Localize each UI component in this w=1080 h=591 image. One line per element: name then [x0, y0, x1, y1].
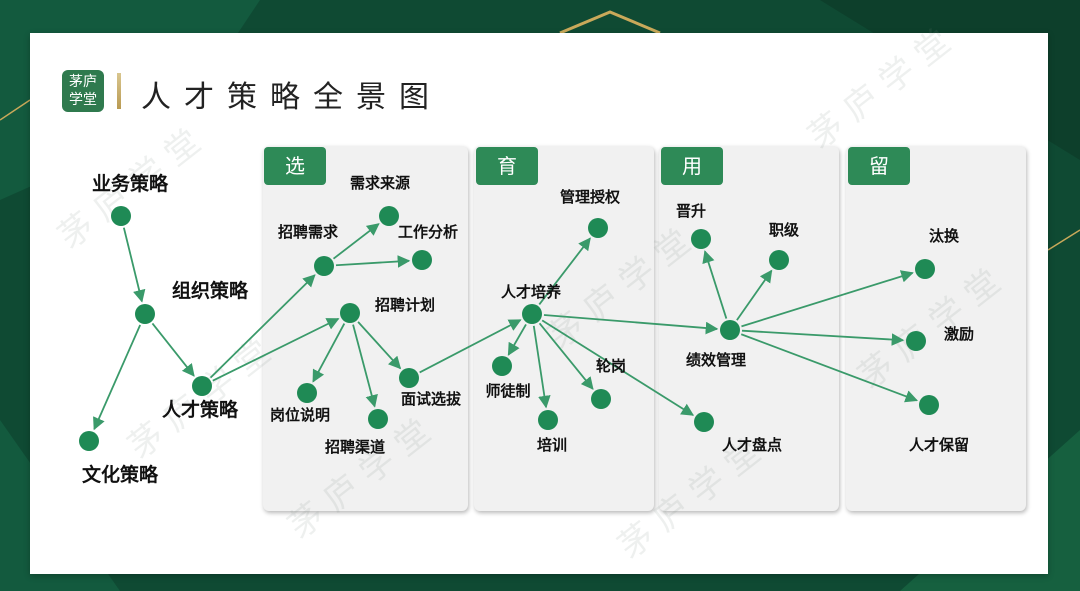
edge-interview-to-training: [419, 319, 522, 374]
label-work_analysis: 工作分析: [398, 223, 458, 241]
node-perf: [720, 320, 740, 340]
node-rank: [769, 250, 789, 270]
edge-perf-to-retention: [740, 333, 919, 403]
edge-training-to-perf: [543, 314, 719, 335]
edge-perf-to-rank: [736, 269, 773, 321]
edge-business-to-org: [122, 227, 146, 303]
logo-text: 茅庐学堂: [69, 74, 97, 108]
logo-seal: 茅庐学堂: [62, 70, 104, 112]
label-eliminate: 汰换: [929, 227, 960, 245]
node-work_analysis: [412, 250, 432, 270]
node-train: [538, 410, 558, 430]
label-authority: 管理授权: [560, 188, 621, 206]
label-inventory: 人才盘点: [722, 436, 782, 454]
edge-talent-to-recruit_plan: [212, 317, 340, 382]
node-business: [111, 206, 131, 226]
label-perf: 绩效管理: [686, 351, 746, 369]
label-incentive: 激励: [944, 325, 974, 343]
node-recruit_channel: [368, 409, 388, 429]
node-promotion: [691, 229, 711, 249]
edge-perf-to-eliminate: [741, 270, 914, 328]
node-talent: [192, 376, 212, 396]
node-eliminate: [915, 259, 935, 279]
edge-training-to-authority: [538, 237, 591, 306]
node-demand_source: [379, 206, 399, 226]
page-title: 人才策略全景图: [141, 80, 442, 115]
watermark-text: 茅 庐 学 堂: [281, 412, 438, 547]
node-interview: [399, 368, 419, 388]
edge-training-to-mentor: [507, 323, 527, 356]
tab-retain: 留: [848, 147, 910, 185]
node-rotation: [591, 389, 611, 409]
edge-recruit_need-to-demand_source: [332, 223, 380, 260]
node-inventory: [694, 412, 714, 432]
label-rank: 职级: [769, 221, 800, 239]
label-promotion: 晋升: [676, 202, 706, 220]
watermark-text: 茅 庐 学 堂: [851, 262, 1008, 397]
tab-use: 用: [661, 147, 723, 185]
edge-training-to-inventory: [541, 319, 695, 416]
edge-recruit_plan-to-recruit_channel: [352, 324, 378, 408]
edge-org-to-talent: [151, 322, 195, 377]
label-interview: 面试选拔: [401, 390, 462, 408]
edge-recruit_plan-to-interview: [357, 321, 402, 370]
label-culture: 文化策略: [82, 463, 159, 486]
node-recruit_need: [314, 256, 334, 276]
node-mentor: [492, 356, 512, 376]
panel-select: [263, 146, 468, 511]
edge-recruit_plan-to-job_desc: [312, 323, 346, 383]
label-mentor: 师徒制: [485, 382, 530, 400]
edge-talent-to-recruit_need: [209, 274, 316, 379]
node-org: [135, 304, 155, 324]
label-business: 业务策略: [92, 172, 169, 195]
watermark-text: 茅 庐 学 堂: [801, 22, 958, 157]
watermark-text: 茅 庐 学 堂: [541, 222, 698, 357]
label-demand_source: 需求来源: [350, 174, 410, 192]
edge-recruit_need-to-work_analysis: [335, 255, 411, 268]
label-recruit_need: 招聘需求: [278, 223, 339, 241]
title-accent-bar: [117, 73, 121, 109]
node-job_desc: [297, 383, 317, 403]
tab-develop: 育: [476, 147, 538, 185]
node-training: [522, 304, 542, 324]
label-talent: 人才策略: [162, 398, 239, 421]
label-org: 组织策略: [172, 279, 249, 302]
node-incentive: [906, 331, 926, 351]
label-job_desc: 岗位说明: [270, 406, 330, 424]
label-rotation: 轮岗: [596, 357, 626, 375]
label-recruit_channel: 招聘渠道: [325, 438, 385, 456]
panel-use: [659, 146, 839, 511]
node-authority: [588, 218, 608, 238]
edge-perf-to-promotion: [702, 250, 728, 319]
tab-select: 选: [264, 147, 326, 185]
edge-training-to-train: [532, 325, 551, 409]
edge-org-to-culture: [93, 324, 141, 431]
node-recruit_plan: [340, 303, 360, 323]
edge-training-to-rotation: [538, 322, 594, 390]
label-train: 培训: [537, 436, 567, 454]
label-recruit_plan: 招聘计划: [375, 296, 435, 314]
label-training: 人才培养: [501, 283, 562, 301]
edge-perf-to-incentive: [741, 329, 905, 346]
panel-retain: [846, 146, 1026, 511]
node-retention: [919, 395, 939, 415]
node-culture: [79, 431, 99, 451]
label-retention: 人才保留: [909, 436, 969, 454]
